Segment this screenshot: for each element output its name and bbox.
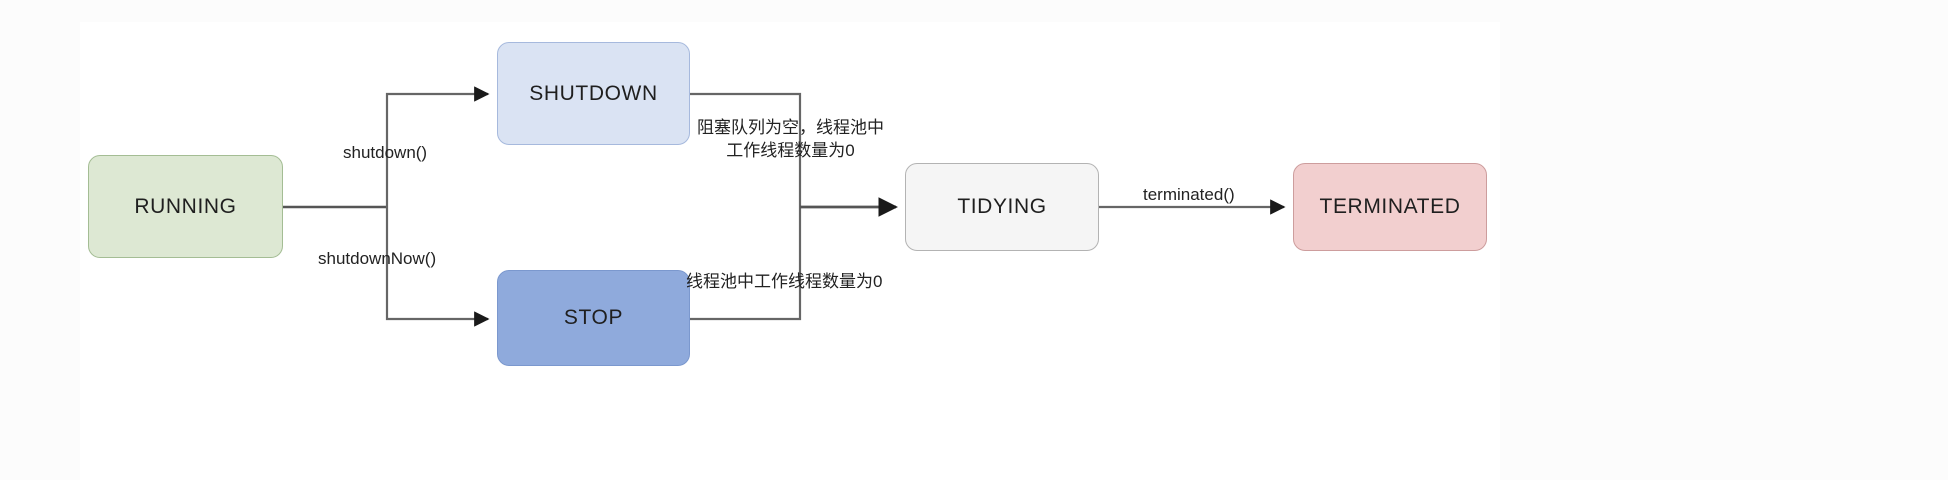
edge-label-shutdown-to-tidying: 阻塞队列为空，线程池中 工作线程数量为0: [697, 117, 884, 163]
state-node-terminated[interactable]: TERMINATED: [1293, 163, 1487, 251]
state-node-terminated-label: TERMINATED: [1319, 195, 1461, 218]
state-node-running[interactable]: RUNNING: [88, 155, 283, 258]
state-node-shutdown[interactable]: SHUTDOWN: [497, 42, 690, 145]
diagram-page-background: [80, 22, 1500, 480]
state-node-tidying-label: TIDYING: [957, 195, 1047, 218]
edge-label-shutdown: shutdown(): [343, 143, 428, 162]
state-node-stop-label: STOP: [563, 306, 624, 329]
edge-label-shutdown-now: shutdownNow(): [318, 249, 437, 268]
edge-label-shutdown-to-tidying-line1: 阻塞队列为空，线程池中: [697, 118, 884, 137]
state-node-stop[interactable]: STOP: [497, 270, 690, 366]
state-node-running-label: RUNNING: [134, 194, 237, 218]
edge-label-stop-to-tidying: 线程池中工作线程数量为0: [686, 272, 883, 291]
state-node-shutdown-label: SHUTDOWN: [529, 81, 658, 105]
state-node-tidying[interactable]: TIDYING: [905, 163, 1099, 251]
edge-label-terminated: terminated(): [1143, 185, 1235, 204]
edge-label-shutdown-to-tidying-line2: 工作线程数量为0: [726, 140, 855, 160]
